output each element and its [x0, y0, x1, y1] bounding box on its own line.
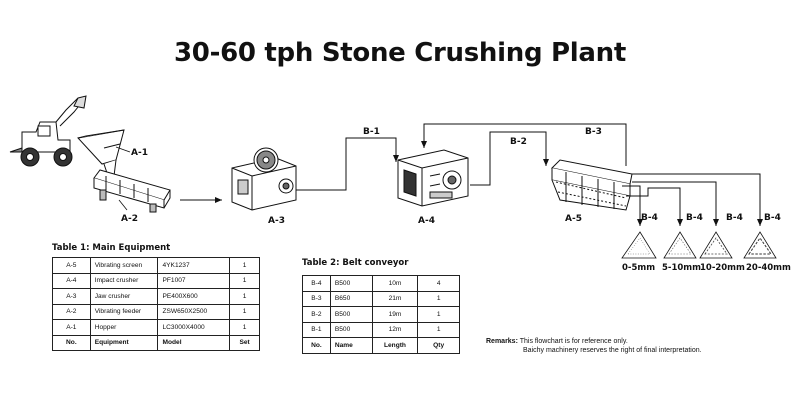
table-cell: 1 [417, 306, 460, 323]
label-a5: A-5 [565, 214, 582, 224]
table-cell: PE400X600 [157, 288, 231, 305]
table-cell: A-5 [52, 257, 91, 274]
jaw-crusher-icon [231, 147, 297, 211]
table-cell: A-2 [52, 303, 91, 320]
hopper-icon [77, 129, 125, 177]
pile-0-5mm-icon [621, 231, 657, 259]
label-a4: A-4 [418, 216, 435, 226]
table-cell: Vibrating feeder [89, 303, 159, 320]
label-b4-3: B-4 [726, 213, 743, 223]
table-cell: Jaw crusher [89, 288, 159, 305]
table-cell: B-1 [302, 321, 331, 338]
table-cell: Vibrating screen [89, 257, 159, 274]
equipment-table: A-5 Vibrating screen 4YK1237 1 A-4 Impac… [52, 257, 260, 351]
table-cell: A-3 [52, 288, 91, 305]
table-cell: 1 [229, 319, 260, 336]
table-cell: 10m [371, 275, 419, 292]
table-row: A-2 Vibrating feeder ZSW650X2500 1 [52, 303, 260, 320]
table-cell: ZSW650X2500 [157, 303, 231, 320]
table-row: B-2 B500 19m 1 [302, 306, 460, 323]
table-header-cell: Name [329, 337, 373, 354]
table-header-cell: Equipment [89, 334, 159, 351]
table-row: A-1 Hopper LC3000X4000 1 [52, 319, 260, 336]
page-title: 30-60 tph Stone Crushing Plant [174, 38, 626, 68]
table-cell: 1 [229, 272, 260, 289]
table-header-cell: No. [302, 337, 331, 354]
table-header-cell: Length [371, 337, 419, 354]
vibrating-feeder-icon [93, 169, 171, 213]
table-cell: B650 [329, 290, 373, 307]
table-cell: B500 [329, 321, 373, 338]
label-a1: A-1 [131, 148, 148, 158]
table-cell: 1 [417, 290, 460, 307]
table-cell: Hopper [89, 319, 159, 336]
label-b4-1: B-4 [641, 213, 658, 223]
table-row: A-5 Vibrating screen 4YK1237 1 [52, 257, 260, 274]
table-cell: B500 [329, 275, 373, 292]
table-cell: B-3 [302, 290, 331, 307]
table-cell: B-4 [302, 275, 331, 292]
vibrating-screen-icon [550, 159, 633, 211]
table-cell: 4 [417, 275, 460, 292]
table-cell: 1 [229, 303, 260, 320]
remarks: Remarks: This flowchart is for reference… [486, 337, 702, 355]
table2-caption: Table 2: Belt conveyor [302, 258, 409, 268]
remarks-label: Remarks: [486, 338, 518, 345]
wheel-loader-icon [9, 95, 87, 167]
label-a3: A-3 [268, 216, 285, 226]
table-cell: 1 [417, 321, 460, 338]
table-cell: 21m [371, 290, 419, 307]
table-cell: Impact crusher [89, 272, 159, 289]
table-header-cell: Qty [417, 337, 460, 354]
table-cell: 19m [371, 306, 419, 323]
product-size-label: 0-5mm [622, 263, 656, 273]
table-cell: 12m [371, 321, 419, 338]
label-b2: B-2 [510, 137, 527, 147]
table-cell: A-4 [52, 272, 91, 289]
label-b4-4: B-4 [764, 213, 781, 223]
table-cell: B-2 [302, 306, 331, 323]
table-cell: 1 [229, 288, 260, 305]
table-header-cell: No. [52, 334, 91, 351]
table-header-row: No. Name Length Qty [302, 337, 460, 354]
table-header-cell: Model [157, 334, 231, 351]
label-b3: B-3 [585, 127, 602, 137]
table-header-cell: Set [229, 334, 260, 351]
label-b4-2: B-4 [686, 213, 703, 223]
table-cell: B500 [329, 306, 373, 323]
impact-crusher-icon [397, 149, 469, 207]
label-a2: A-2 [121, 214, 138, 224]
pile-10-20mm-icon [699, 231, 733, 259]
table-cell: 4YK1237 [157, 257, 231, 274]
remarks-line2: Baichy machinery reserves the right of f… [523, 347, 702, 354]
table-row: B-1 B500 12m 1 [302, 321, 460, 338]
belt-conveyor-table: B-4 B500 10m 4 B-3 B650 21m 1 B-2 B500 1… [302, 275, 460, 354]
table-row: A-4 Impact crusher PF1007 1 [52, 272, 260, 289]
product-size-label: 5-10mm [662, 263, 701, 273]
table-row: B-4 B500 10m 4 [302, 275, 460, 292]
table-cell: A-1 [52, 319, 91, 336]
table1-caption: Table 1: Main Equipment [52, 243, 171, 253]
table-row: A-3 Jaw crusher PE400X600 1 [52, 288, 260, 305]
label-b1: B-1 [363, 127, 380, 137]
table-header-row: No. Equipment Model Set [52, 334, 260, 351]
pile-20-40mm-icon [743, 231, 777, 259]
table-cell: PF1007 [157, 272, 231, 289]
table-row: B-3 B650 21m 1 [302, 290, 460, 307]
product-size-label: 20-40mm [746, 263, 791, 273]
table-cell: LC3000X4000 [157, 319, 231, 336]
remarks-line1: This flowchart is for reference only. [519, 338, 628, 345]
product-size-label: 10-20mm [700, 263, 745, 273]
table-cell: 1 [229, 257, 260, 274]
pile-5-10mm-icon [663, 231, 697, 259]
